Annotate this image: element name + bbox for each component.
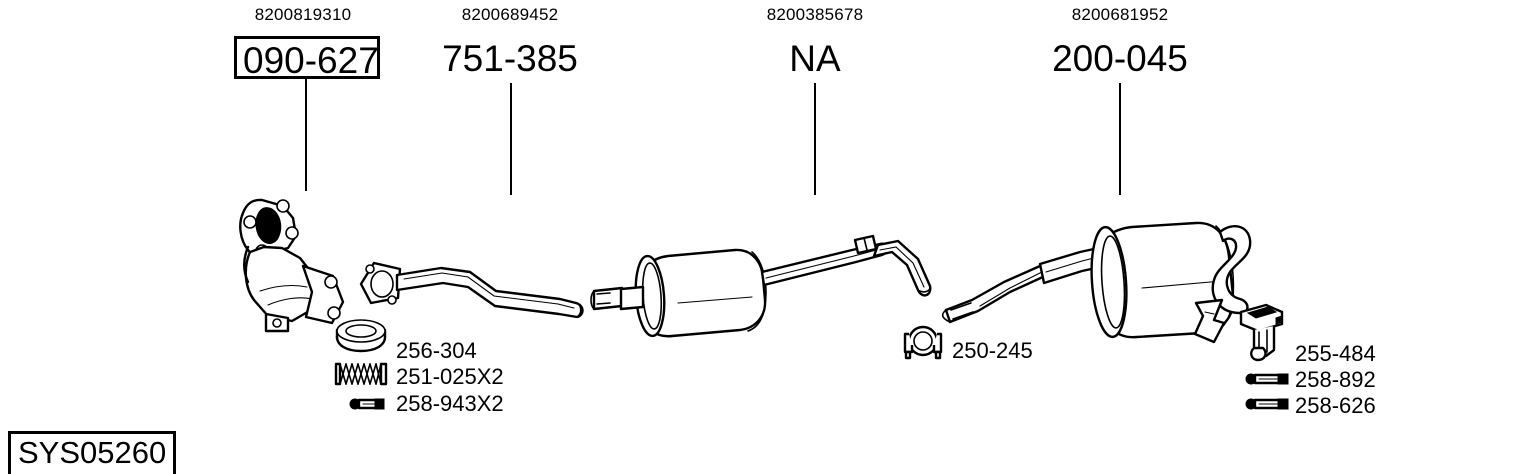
bolt-icon-258-892 xyxy=(1245,373,1289,385)
gasket-ring-icon xyxy=(335,319,387,353)
accessory-label-258-892: 258-892 xyxy=(1295,367,1376,392)
ref-number-catalytic-converter: 090-627 xyxy=(234,36,380,81)
accessory-label-255-484: 255-484 xyxy=(1295,341,1376,366)
accessory-label-258-626: 258-626 xyxy=(1295,393,1376,418)
accessory-label-251-025X2: 251-025X2 xyxy=(396,364,504,389)
ref-number-front-pipe: 751-385 xyxy=(442,38,578,79)
hanger-bracket-icon xyxy=(1239,303,1284,362)
catalytic-converter-drawing xyxy=(239,198,345,333)
ref-number-rear-silencer: 200-045 xyxy=(1052,38,1188,79)
rear-silencer-drawing xyxy=(1038,221,1252,344)
centre-silencer-drawing xyxy=(590,242,889,338)
bolt-icon-258-626 xyxy=(1245,398,1289,410)
oem-number-centre-silencer: 8200385678 xyxy=(766,5,864,24)
pipe-clamp-icon xyxy=(903,325,943,360)
bolt-icon-258-943 xyxy=(349,398,385,410)
intermediate-pipe-drawing xyxy=(853,234,1051,324)
leader-line-front-pipe xyxy=(510,83,512,195)
accessory-label-256-304: 256-304 xyxy=(396,338,477,363)
coil-spring-icon xyxy=(334,362,388,386)
front-pipe-drawing xyxy=(359,261,584,319)
oem-number-front-pipe: 8200689452 xyxy=(461,5,559,24)
oem-number-catalytic-converter: 8200819310 xyxy=(254,5,352,24)
ref-number-centre-silencer: NA xyxy=(789,38,841,79)
accessory-label-258-943X2: 258-943X2 xyxy=(396,391,504,416)
system-code-badge: SYS05260 xyxy=(8,431,177,474)
oem-number-rear-silencer: 8200681952 xyxy=(1071,5,1169,24)
leader-line-centre-silencer xyxy=(814,83,816,195)
leader-line-rear-silencer xyxy=(1119,83,1121,195)
accessory-label-250-245: 250-245 xyxy=(952,338,1033,363)
leader-line-catalytic-converter xyxy=(305,79,307,191)
